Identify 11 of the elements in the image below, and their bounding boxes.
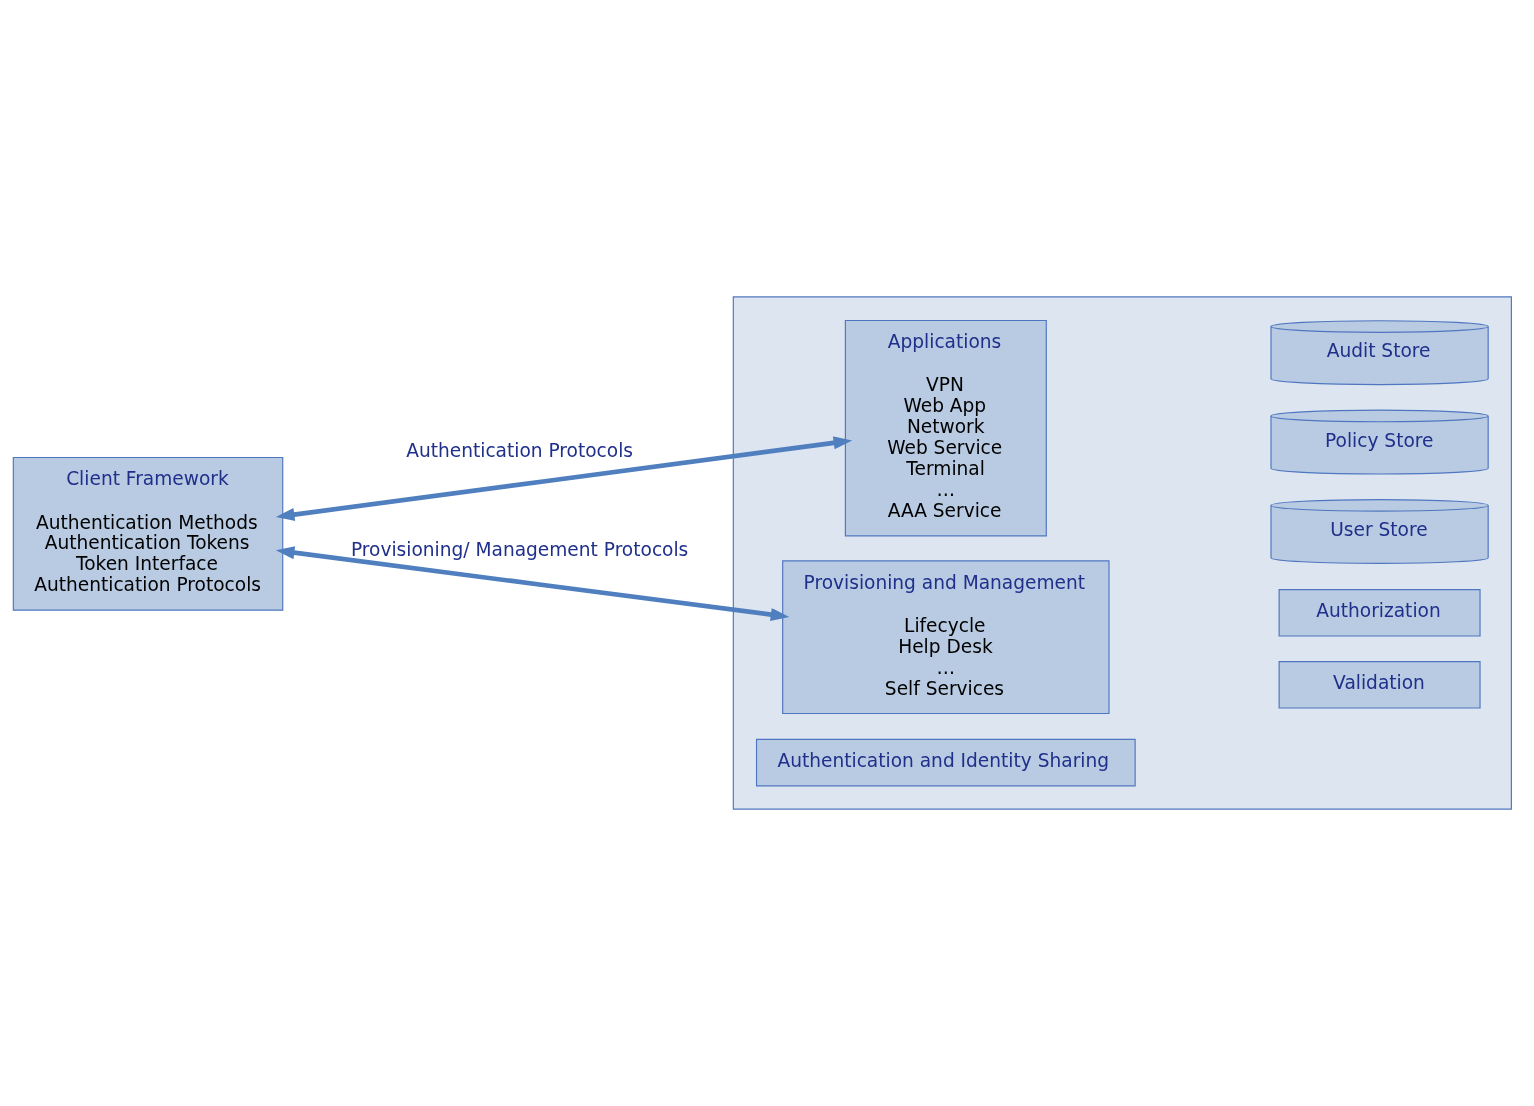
arrow [275,436,853,522]
cluster [732,296,1512,810]
node-box: Applications VPN Web App Network Web Service Terminal … AAA Service [844,319,1047,537]
edge-label: Provisioning/ Management Protocols [350,538,689,560]
edge-label: Authentication Protocols [406,439,634,461]
node-box: Validation [1278,661,1481,709]
node-box: Provisioning and Management Lifecycle Help Desk … Self Services [782,560,1110,715]
arrow [275,546,790,622]
node-box: Authentication and Identity Sharing [755,738,1136,787]
node-box: Client Framework Authentication Methods Authentication Tokens Token Interface Authentication Protocols [12,456,284,611]
node-box: Authorization [1278,589,1481,637]
